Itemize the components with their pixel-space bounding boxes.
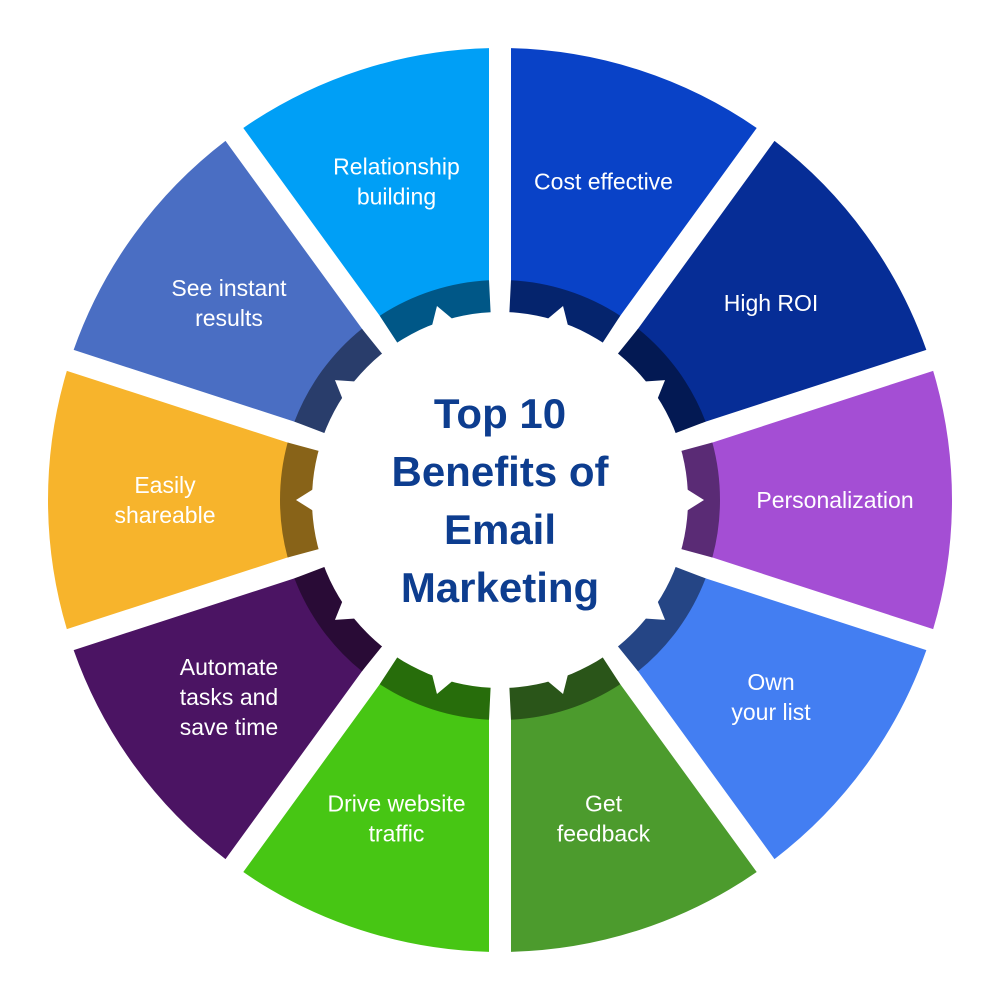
segment-label-8: Easily shareable	[114, 472, 215, 528]
segment-9	[73, 140, 374, 428]
segment-label-line: results	[195, 305, 263, 331]
center-title-line: Marketing	[401, 564, 599, 611]
segment-2	[626, 140, 927, 428]
segment-label-line: High ROI	[724, 290, 819, 316]
segment-label-line: Relationship	[333, 153, 460, 179]
center-disc	[312, 312, 688, 688]
segment-label-line: building	[357, 183, 436, 209]
segment-label-6: Drive website traffic	[327, 791, 465, 847]
center-title-line: Benefits of	[391, 448, 609, 495]
segment-label-10: Relationship building	[333, 153, 460, 209]
segment-ring-10	[379, 280, 491, 345]
segment-label-1: Cost effective	[534, 168, 673, 194]
segment-3	[693, 370, 952, 630]
segment-label-line: tasks and	[180, 684, 278, 710]
segment-label-5: Get feedback	[557, 791, 651, 847]
segment-label-9: See instant results	[171, 275, 287, 331]
center-title-line: Top 10	[434, 390, 566, 437]
segment-7	[73, 572, 374, 860]
segment-label-line: save time	[180, 714, 278, 740]
segment-ring-5	[509, 655, 621, 720]
segment-label-line: Easily	[134, 472, 196, 498]
segment-label-line: traffic	[369, 821, 425, 847]
hub-notch	[683, 487, 704, 513]
segment-6	[243, 668, 490, 952]
segment-label-line: your list	[731, 699, 811, 725]
segment-label-line: Automate	[180, 654, 278, 680]
segment-ring-6	[379, 655, 491, 720]
segment-label-line: Own	[747, 669, 794, 695]
segment-label-7: Automate tasks and save time	[180, 654, 278, 740]
segment-label-3: Personalization	[756, 487, 913, 513]
segment-label-line: Get	[585, 791, 623, 817]
segment-10	[243, 48, 490, 332]
segment-label-line: Cost effective	[534, 168, 673, 194]
segment-label-line: See instant	[171, 275, 287, 301]
segment-8	[48, 370, 307, 630]
segment-label-line: Drive website	[327, 791, 465, 817]
segment-label-2: High ROI	[724, 290, 819, 316]
segments-layer	[48, 48, 952, 952]
segment-4	[626, 572, 927, 860]
segment-ring-1	[509, 280, 621, 345]
segment-5	[510, 668, 757, 952]
hub-notch	[296, 487, 317, 513]
segment-label-line: shareable	[114, 502, 215, 528]
segment-label-line: feedback	[557, 821, 651, 847]
segment-label-line: Personalization	[756, 487, 913, 513]
center-title-line: Email	[444, 506, 556, 553]
segment-1	[510, 48, 757, 332]
segment-label-4: Own your list	[731, 669, 811, 725]
